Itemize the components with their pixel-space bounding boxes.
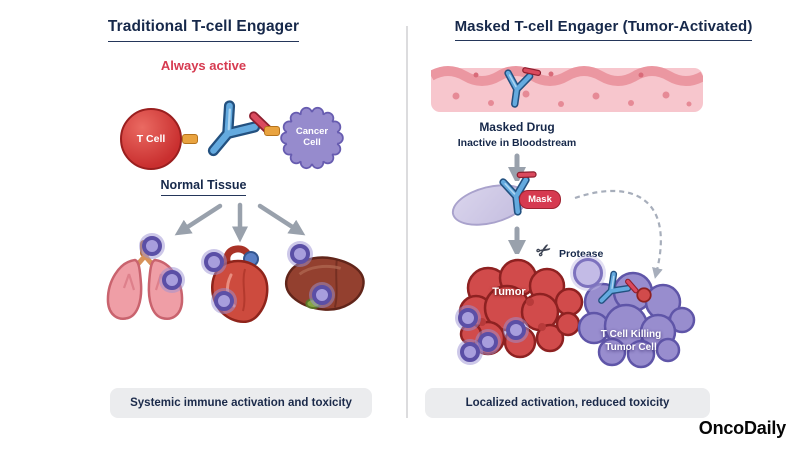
immune-cell (506, 320, 526, 340)
immune-cell (142, 236, 162, 256)
blood-vessel-illustration (431, 66, 703, 112)
normal-tissue-label: Normal Tissue (0, 178, 407, 196)
immune-cell (478, 332, 498, 352)
down-arrow-icon (508, 226, 526, 254)
linker-right (264, 126, 280, 136)
normal-tissue-label-text: Normal Tissue (160, 178, 247, 196)
immune-cell (214, 291, 234, 311)
brand-logo: OncoDaily (698, 418, 786, 438)
cancer-cell-label: Cancer Cell (295, 126, 329, 148)
tumor-label: Tumor (492, 286, 526, 298)
right-panel-title: Masked T-cell Engager (Tumor-Activated) (407, 18, 800, 41)
masked-drug-antibody-icon (492, 61, 542, 115)
right-footer-box: Localized activation, reduced toxicity (425, 388, 710, 418)
immune-cell (312, 285, 332, 305)
kill-label-line2: Tumor Cell (605, 342, 657, 353)
cancer-cell-icon (280, 106, 344, 170)
kill-label: T Cell Killing Tumor Cell (579, 328, 683, 354)
kill-label-line1: T Cell Killing (600, 329, 662, 340)
inactive-bloodstream-label: Inactive in Bloodstream (457, 137, 577, 149)
left-panel-title: Traditional T-cell Engager (0, 18, 407, 42)
right-panel: Masked T-cell Engager (Tumor-Activated) … (407, 0, 800, 450)
engaged-t-cell (573, 258, 603, 288)
masked-drug-label: Masked Drug (479, 120, 555, 134)
immune-cell (204, 252, 224, 272)
t-cell-label: T Cell (136, 133, 166, 145)
immune-cell (460, 342, 480, 362)
always-active-label: Always active (160, 58, 247, 73)
protease-cleave-arrow (574, 190, 663, 279)
tumor-cell-cluster (577, 271, 696, 369)
right-panel-title-text: Masked T-cell Engager (Tumor-Activated) (454, 18, 753, 41)
down-arrow-icon (508, 153, 526, 181)
left-panel: Traditional T-cell Engager Always active… (0, 18, 407, 418)
t-cell: T Cell (120, 108, 182, 170)
left-footer-box: Systemic immune activation and toxicity (110, 388, 372, 418)
immune-cell (162, 270, 182, 290)
antibody-icon (181, 83, 278, 181)
panel-divider (406, 26, 408, 418)
immune-cell (290, 244, 310, 264)
mask-badge: Mask (519, 190, 561, 209)
linker-left (182, 134, 198, 144)
tumor-antigen-icon (636, 287, 652, 303)
immune-cell (458, 308, 478, 328)
fanout-arrows-icon (174, 202, 306, 243)
protease-label: Protease (559, 248, 604, 260)
left-panel-title-text: Traditional T-cell Engager (107, 18, 300, 42)
